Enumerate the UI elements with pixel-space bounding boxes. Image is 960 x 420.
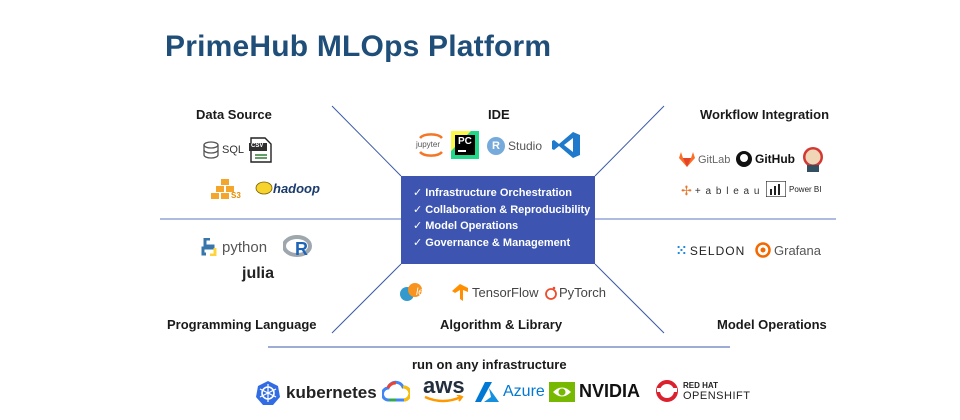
page-title: PrimeHub MLOps Platform [165, 30, 552, 63]
csv-label: CSV [251, 143, 264, 149]
elephant-icon [255, 181, 273, 195]
pycharm-logo: PC [451, 131, 479, 159]
pytorch-logo: PyTorch [545, 285, 606, 300]
aws-label: aws [423, 373, 465, 398]
r-logo: R [283, 235, 313, 261]
gitlab-icon [679, 152, 695, 167]
sklearn-label: learn [416, 286, 439, 298]
pytorch-label: PyTorch [559, 285, 606, 300]
tensorflow-label: TensorFlow [472, 285, 539, 300]
powerbi-icon [766, 181, 786, 197]
r-label: R [295, 239, 308, 259]
tableau-cross-icon: ✢ [681, 183, 692, 198]
tensorflow-icon [452, 284, 468, 301]
line-diag-top-left [331, 105, 402, 177]
capability-item: ✓ Governance & Management [413, 236, 571, 249]
capabilities-box: ✓ Infrastructure Orchestration ✓ Collabo… [401, 176, 595, 264]
pytorch-icon [545, 286, 557, 300]
azure-logo: Azure [475, 382, 545, 402]
nvidia-label: NVIDIA [579, 381, 641, 401]
seldon-label: SELDON [689, 244, 746, 258]
openshift-label: OPENSHIFT [683, 390, 751, 402]
line-diag-top-right [594, 105, 665, 177]
vscode-icon [551, 130, 581, 165]
section-title-model-ops: Model Operations [717, 317, 827, 332]
grafana-logo: Grafana [755, 242, 821, 258]
jenkins-icon [801, 145, 825, 178]
s3-logo: S3 [211, 179, 241, 201]
github-label: GitHub [755, 152, 795, 166]
powerbi-label: Power BI [789, 184, 822, 194]
redhat-label: RED HAT [683, 381, 718, 390]
kubernetes-icon [256, 381, 280, 405]
rstudio-logo: R Studio [487, 137, 542, 155]
csv-file-icon: CSV [249, 137, 273, 163]
sql-label: SQL [222, 144, 245, 156]
jupyter-logo: jupyter [416, 130, 446, 160]
julia-logo: julia [242, 265, 275, 282]
sklearn-icon [400, 283, 422, 301]
nvidia-eye-icon [549, 381, 575, 402]
aws-logo: aws [423, 373, 465, 407]
github-icon [736, 151, 752, 167]
infrastructure-heading: run on any infrastructure [412, 357, 567, 372]
sql-logo: SQL [203, 141, 244, 159]
section-title-algorithm: Algorithm & Library [440, 317, 563, 332]
hadoop-logo: hadoop [255, 180, 320, 196]
tensorflow-logo: TensorFlow [452, 284, 538, 301]
jupyter-label: jupyter [416, 140, 441, 149]
python-logo: python [201, 238, 267, 256]
python-label: python [222, 238, 268, 256]
grafana-label: Grafana [774, 242, 821, 258]
rstudio-label: Studio [508, 139, 543, 153]
tableau-logo: ✢ + a b l e a u [681, 183, 760, 199]
gitlab-logo: GitLab [679, 152, 730, 167]
section-title-workflow: Workflow Integration [700, 107, 830, 122]
python-snake-icon [201, 238, 217, 256]
pycharm-label: PC [458, 136, 472, 147]
section-title-programming: Programming Language [167, 317, 317, 332]
tableau-label: + a b l e a u [694, 185, 761, 197]
openshift-logo: RED HAT OPENSHIFT [655, 379, 750, 403]
hadoop-label: hadoop [273, 180, 320, 196]
gitlab-label: GitLab [698, 153, 731, 166]
section-title-ide: IDE [488, 107, 510, 122]
capability-item: ✓ Model Operations [413, 220, 519, 232]
azure-icon [475, 382, 499, 402]
nvidia-logo: NVIDIA [549, 381, 640, 402]
seldon-logo: ⁙ SELDON [676, 243, 745, 259]
capability-item: ✓ Collaboration & Reproducibility [413, 203, 591, 216]
openshift-icon [656, 380, 678, 402]
kubernetes-label: kubernetes [286, 383, 377, 402]
section-title-data-source: Data Source [196, 107, 272, 122]
powerbi-logo: Power BI [766, 181, 821, 197]
github-logo: GitHub [736, 151, 795, 167]
s3-label: S3 [231, 191, 241, 200]
kubernetes-logo: kubernetes [255, 380, 377, 406]
sklearn-logo: learn [400, 282, 438, 302]
google-cloud-icon [381, 380, 412, 407]
aws-smile-icon [424, 395, 464, 403]
capability-item: ✓ Infrastructure Orchestration [413, 187, 572, 199]
grafana-icon [755, 242, 771, 258]
line-diag-bottom-right [594, 263, 665, 334]
database-icon [203, 141, 219, 159]
azure-label: Azure [503, 383, 545, 400]
line-diag-bottom-left [331, 263, 402, 334]
rstudio-r-badge: R [487, 137, 505, 155]
seldon-icon: ⁙ [676, 243, 687, 258]
